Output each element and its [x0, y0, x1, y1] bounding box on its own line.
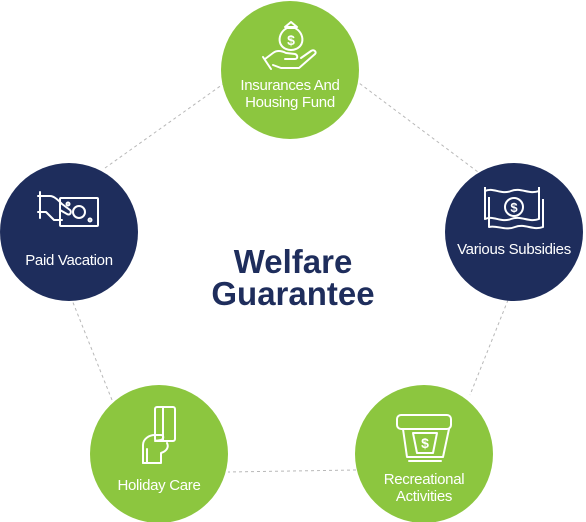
title-line-1: Welfare [233, 243, 353, 280]
node-insurances-housing-fund: $ Insurances And Housing Fund [221, 1, 359, 139]
banknotes-dollar-icon: $ [484, 187, 544, 230]
node-label: Insurances And Housing Fund [240, 77, 340, 112]
diagram-title: Welfare Guarantee [180, 243, 406, 312]
svg-text:$: $ [510, 200, 518, 215]
node-paid-vacation: Paid Vacation [0, 163, 138, 301]
connector-holiday-vacation [71, 299, 113, 401]
node-recreational-activities: $ Recreational Activities [355, 385, 493, 522]
title-line-2: Guarantee [211, 275, 375, 312]
node-label: Holiday Care [117, 477, 201, 494]
svg-text:$: $ [421, 435, 429, 451]
node-label: Various Subsidies [457, 241, 571, 258]
svg-text:$: $ [287, 32, 295, 48]
hand-banknote-icon [37, 191, 99, 227]
connector-insurance-subsidies [354, 79, 479, 173]
node-various-subsidies: $ Various Subsidies [445, 163, 583, 301]
connector-subsidies-recreational [469, 299, 509, 396]
connector-recreational-holiday [227, 469, 357, 473]
money-bag-hand-icon: $ [262, 21, 317, 70]
node-holiday-care: Holiday Care [90, 385, 228, 522]
hand-card-icon [142, 406, 176, 464]
node-label: Recreational Activities [383, 471, 465, 506]
atm-cash-icon: $ [396, 414, 452, 462]
connector-vacation-insurance [104, 81, 227, 169]
node-label: Paid Vacation [25, 252, 113, 269]
